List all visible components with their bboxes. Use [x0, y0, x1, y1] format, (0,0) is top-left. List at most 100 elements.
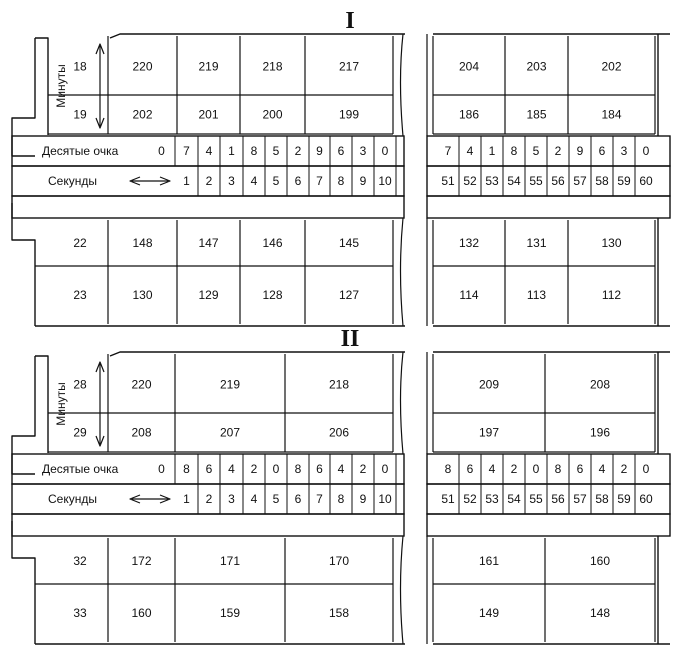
- cell-value: 184: [601, 108, 621, 122]
- left-top-bracket: [35, 37, 49, 135]
- seconds-value: 4: [251, 174, 258, 188]
- tenths-value: 1: [228, 144, 235, 158]
- seconds-value: 54: [507, 492, 521, 506]
- tenths-value: 8: [511, 144, 518, 158]
- minute-value: 33: [73, 606, 87, 620]
- cell-value: 148: [590, 606, 610, 620]
- tenths-value: 4: [467, 144, 474, 158]
- left-tab-upper: [11, 38, 36, 157]
- seconds-value: 60: [639, 174, 653, 188]
- diagram-number: II: [341, 326, 360, 352]
- minutes-arrow-head-up: [95, 361, 105, 373]
- tenths-value: 6: [467, 462, 474, 476]
- cell-value: 147: [198, 236, 218, 250]
- break-left-upper: [399, 33, 404, 137]
- tenths-value: 3: [360, 144, 367, 158]
- cell-value: 171: [220, 554, 240, 568]
- cell-value: 209: [479, 378, 499, 392]
- seconds-value: 56: [551, 492, 565, 506]
- minutes-arrow-head-down: [95, 117, 105, 129]
- seconds-value: 9: [360, 492, 367, 506]
- seconds-value: 52: [463, 492, 477, 506]
- tenths-value: 4: [206, 144, 213, 158]
- cell-value: 202: [601, 60, 621, 74]
- tenths-value: 0: [158, 144, 165, 158]
- cell-value: 197: [479, 426, 499, 440]
- seconds-value: 55: [529, 174, 543, 188]
- minutes-arrow-head-up: [95, 43, 105, 55]
- break-left-lower: [399, 217, 404, 327]
- cell-value: 208: [131, 426, 151, 440]
- tenths-value: 0: [643, 144, 650, 158]
- seconds-value: 4: [251, 492, 258, 506]
- seconds-value: 57: [573, 492, 587, 506]
- cell-value: 219: [220, 378, 240, 392]
- seconds-value: 56: [551, 174, 565, 188]
- seconds-value: 10: [378, 492, 392, 506]
- seconds-value: 7: [316, 492, 323, 506]
- tenths-value: 4: [599, 462, 606, 476]
- seconds-value: 53: [485, 492, 499, 506]
- tenths-value: 5: [273, 144, 280, 158]
- cell-value: 219: [198, 60, 218, 74]
- cell-value: 161: [479, 554, 499, 568]
- cell-value: 170: [329, 554, 349, 568]
- cell-value: 186: [459, 108, 479, 122]
- seconds-value: 1: [183, 174, 190, 188]
- tenths-value: 6: [599, 144, 606, 158]
- seconds-value: 1: [183, 492, 190, 506]
- blank-strip-left: [11, 513, 405, 537]
- cell-value: 220: [131, 378, 151, 392]
- seconds-value: 5: [273, 492, 280, 506]
- tenths-value: 7: [183, 144, 190, 158]
- left-tab-lower: [11, 203, 36, 326]
- cell-value: 127: [339, 288, 359, 302]
- cell-value: 146: [262, 236, 282, 250]
- cell-value: 159: [220, 606, 240, 620]
- seconds-value: 2: [206, 492, 213, 506]
- seconds-arrow-head-left: [129, 176, 141, 186]
- tenths-label: Десятые очка: [42, 462, 119, 476]
- cell-value: 201: [198, 108, 218, 122]
- blank-strip-left: [11, 195, 405, 219]
- minutes-arrow-head-down: [95, 435, 105, 447]
- minute-value: 19: [73, 108, 87, 122]
- minute-value: 29: [73, 426, 87, 440]
- break-left-lower: [399, 535, 404, 645]
- tenths-value: 3: [621, 144, 628, 158]
- top-edge: [109, 33, 405, 39]
- left-tab-lower: [11, 521, 36, 644]
- seconds-value: 2: [206, 174, 213, 188]
- seconds-value: 52: [463, 174, 477, 188]
- tenths-value: 0: [273, 462, 280, 476]
- cell-value: 145: [339, 236, 359, 250]
- tenths-value: 8: [251, 144, 258, 158]
- tenths-value: 6: [577, 462, 584, 476]
- cell-value: 130: [601, 236, 621, 250]
- cell-value: 203: [526, 60, 546, 74]
- tenths-value: 4: [338, 462, 345, 476]
- tenths-value: 9: [577, 144, 584, 158]
- tenths-value: 8: [295, 462, 302, 476]
- cell-value: 114: [459, 288, 478, 302]
- seconds-value: 8: [338, 174, 345, 188]
- left-top-bracket: [35, 355, 49, 453]
- seconds-value: 53: [485, 174, 499, 188]
- cell-value: 204: [459, 60, 479, 74]
- seconds-value: 51: [441, 174, 455, 188]
- tenths-value: 7: [445, 144, 452, 158]
- diagram-number: I: [345, 8, 354, 34]
- cell-value: 112: [602, 288, 621, 302]
- cell-value: 172: [131, 554, 151, 568]
- cell-value: 160: [590, 554, 610, 568]
- seconds-value: 8: [338, 492, 345, 506]
- cell-value: 149: [479, 606, 499, 620]
- tenths-value: 5: [533, 144, 540, 158]
- cell-value: 217: [339, 60, 359, 74]
- seconds-value: 55: [529, 492, 543, 506]
- tenths-value: 0: [533, 462, 540, 476]
- tenths-value: 0: [643, 462, 650, 476]
